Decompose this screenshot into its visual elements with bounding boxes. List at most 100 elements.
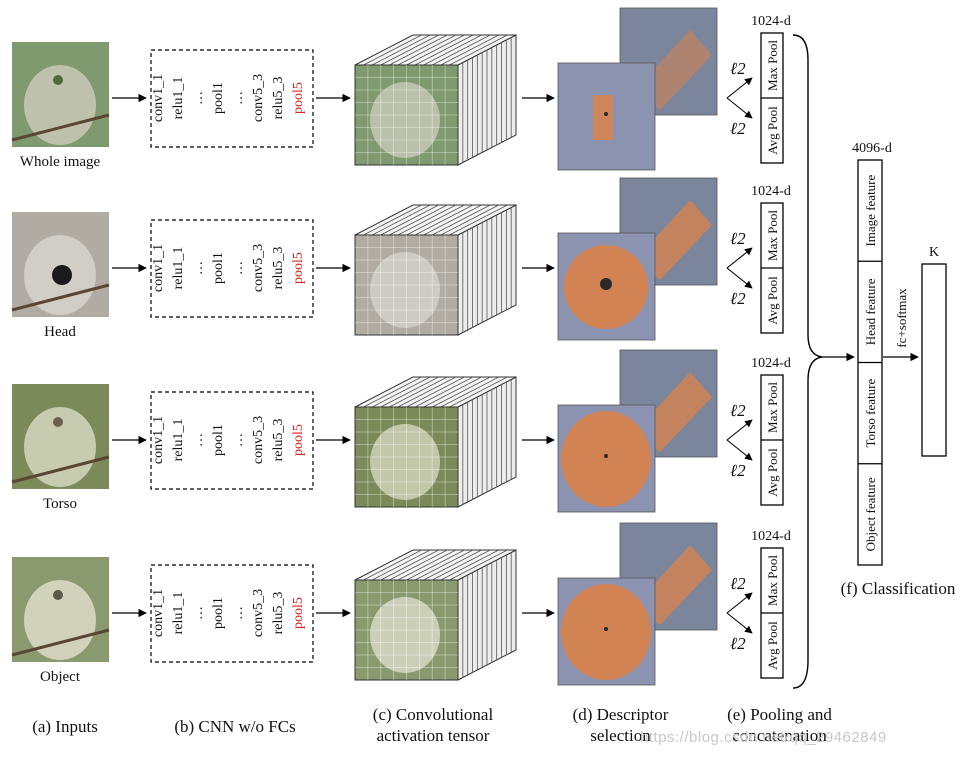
tensor-slice-line <box>363 549 422 581</box>
cnn-layer-label: relu1_1 <box>171 592 186 635</box>
tensor-slice-line <box>414 549 474 581</box>
tensor-slice-line <box>432 204 491 236</box>
tensor-slice-line <box>440 204 500 236</box>
l2-norm-label: ℓ2 <box>730 401 746 420</box>
cnn-box-border <box>150 391 314 490</box>
pooling-dim-label: 1024-d <box>751 14 791 29</box>
cnn-layer-label: relu5_3 <box>271 77 286 120</box>
tensor-slice-line <box>380 549 439 581</box>
cnn-layer-label: … <box>191 91 206 105</box>
cnn-layer-label: relu1_1 <box>171 247 186 290</box>
tensor-slice-line <box>397 549 457 581</box>
caption-pooling: (e) Pooling and concatenation <box>702 704 857 746</box>
descriptor-selection <box>557 522 718 686</box>
tensor-slice-line <box>363 204 422 236</box>
cnn-layer-highlight: pool5 <box>291 252 306 284</box>
l2-norm-label: ℓ2 <box>730 634 746 653</box>
tensor-slice-line <box>363 34 422 66</box>
l2-arrow-up <box>726 77 753 99</box>
tensor-slice-line <box>414 204 474 236</box>
cnn-box-border <box>150 49 314 148</box>
tensor-slice-line <box>389 204 448 236</box>
cnn-layer-label: relu5_3 <box>271 592 286 635</box>
tensor-slice-line <box>363 376 422 408</box>
tensor-slice-line <box>440 376 500 408</box>
tensor-slice-line <box>371 549 431 581</box>
activation-tensor <box>354 376 517 508</box>
input-label: Object <box>40 669 81 685</box>
activation-tensor <box>354 549 517 681</box>
caption-activation-line1: (c) Convolutional <box>372 705 494 724</box>
tensor-slice-line <box>380 34 439 66</box>
descriptor-selection <box>557 7 718 171</box>
selection-eye-shape <box>604 454 608 458</box>
feature-segment-label: Image feature <box>863 174 878 246</box>
cnn-layer-label: conv5_3 <box>251 74 266 122</box>
cnn-layer-label: conv1_1 <box>151 244 166 292</box>
avg-pool-label: Avg Pool <box>765 276 780 325</box>
tensor-slice-line <box>449 376 508 408</box>
caption-descriptor-line1: (d) Descriptor <box>572 705 669 724</box>
output-dim-label: K <box>929 245 939 260</box>
cnn-layer-label: … <box>191 606 206 620</box>
input-label: Head <box>44 324 76 340</box>
bird-eye-shape <box>53 590 63 600</box>
tensor-slice-line <box>371 34 431 66</box>
cnn-layer-label: relu1_1 <box>171 77 186 120</box>
tensor-bird-shape <box>370 82 440 158</box>
pooling-dim-label: 1024-d <box>751 356 791 371</box>
branch-shape <box>11 283 110 312</box>
tensor-slice-line <box>406 376 465 408</box>
tensor-slice-line <box>371 204 431 236</box>
cnn-layer-label: … <box>231 91 246 105</box>
concat-brace <box>792 34 855 689</box>
branch-shape <box>11 113 110 142</box>
selection-eye-shape <box>600 278 612 290</box>
l2-norm-label: ℓ2 <box>730 461 746 480</box>
input-label: Torso <box>43 496 77 512</box>
branch-shape <box>11 455 110 484</box>
l2-arrow-down <box>726 439 753 461</box>
input-label: Whole image <box>20 154 101 170</box>
feature-segment-label: Object feature <box>863 477 878 551</box>
caption-descriptor-selection: (d) Descriptor selection <box>548 704 693 746</box>
pooling-dim-label: 1024-d <box>751 529 791 544</box>
caption-pooling-line2: concatenation <box>732 726 827 745</box>
caption-cnn: (b) CNN w/o FCs <box>174 717 296 736</box>
cnn-layer-label: pool1 <box>211 252 226 284</box>
tensor-slice-line <box>449 34 508 66</box>
tensor-slice-line <box>423 204 482 236</box>
l2-arrow-down <box>726 267 753 289</box>
tensor-bird-shape <box>370 597 440 673</box>
tensor-slice-line <box>389 549 448 581</box>
caption-classification: (f) Classification <box>840 579 956 598</box>
bird-eye-shape <box>53 417 63 427</box>
selection-eye-shape <box>604 112 608 116</box>
cnn-layer-label: relu1_1 <box>171 419 186 462</box>
output-vector-box <box>921 263 947 457</box>
cnn-layer-label: conv1_1 <box>151 416 166 464</box>
tensor-slice-line <box>397 34 457 66</box>
feature-dim-label: 4096-d <box>852 141 892 156</box>
bird-eye-shape <box>52 265 72 285</box>
l2-arrow-up <box>726 247 753 269</box>
bird-body-shape <box>24 65 96 145</box>
l2-arrow-up <box>726 419 753 441</box>
tensor-slice-line <box>389 34 448 66</box>
cnn-layer-label: pool1 <box>211 424 226 456</box>
cnn-layer-label: conv5_3 <box>251 244 266 292</box>
cnn-layer-label: relu5_3 <box>271 247 286 290</box>
cnn-layer-label: … <box>191 261 206 275</box>
tensor-slice-line <box>440 549 500 581</box>
l2-arrow-down <box>726 97 753 119</box>
